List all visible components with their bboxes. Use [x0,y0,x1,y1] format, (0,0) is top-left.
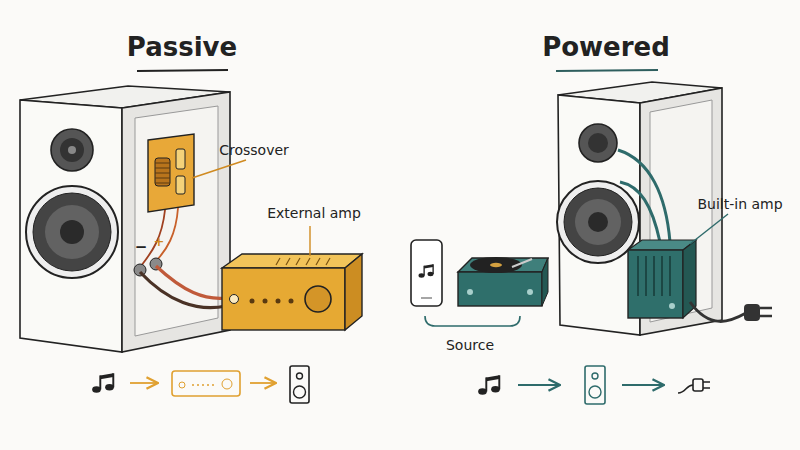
heading-underline [556,70,658,71]
phone-body [411,240,442,306]
part-label: External amp [267,206,361,221]
power-cord [690,302,746,321]
tweeter-dome [60,138,84,162]
flow-arrow [250,382,276,384]
polarity-mark: − [135,239,148,256]
woofer-cone [33,193,111,271]
external-amp [222,254,362,330]
leader-line [309,226,310,256]
music-note-icon [478,375,500,395]
woofer-cap [588,212,608,232]
internal-cable [620,182,660,242]
indicator [250,299,255,304]
heat-sink-fins [638,256,670,296]
music-note-icon [92,373,114,393]
music-note-icon [419,264,434,278]
woofer-inner [575,199,621,245]
plug-icon [703,382,710,388]
phone [411,240,442,306]
indicator [289,299,294,304]
part-label: Built-in amp [697,197,782,212]
amp-icon [172,371,240,396]
capacitor [176,176,185,194]
power-plug [744,304,760,321]
woofer-cone [564,188,632,256]
cabinet-side [122,92,230,352]
passive-speaker [20,86,230,352]
power-button [230,295,239,304]
section-heading: Powered [542,33,670,62]
woofer-surround [557,181,639,263]
flow-arrow [518,384,560,386]
indicator [263,299,268,304]
part-label: Crossover [219,143,289,158]
cabinet-front [20,100,122,352]
woofer-surround [26,186,118,278]
internal-cable [618,150,670,242]
crossover-board [148,134,194,212]
turntable-top [458,258,548,272]
flow-arrow [622,384,664,386]
coil-windings [155,163,170,183]
amp-icon-detail [179,382,185,388]
amp-icon-detail [192,384,216,385]
amp-module [628,250,683,318]
leader-line [690,214,728,244]
speaker-cable [140,272,226,308]
indicator [276,299,281,304]
tweeter [579,124,617,162]
speaker-icon [290,366,309,403]
amp-side [345,254,362,330]
leader-line [192,160,246,178]
turntable-side [542,258,548,306]
turntable [458,257,548,306]
amp-indicator [669,303,675,309]
heading-underline [137,70,228,71]
group-label: Source [446,338,494,353]
section-heading: Passive [127,33,237,62]
amp-front [222,268,345,330]
tweeter-dome [588,133,608,153]
record-label [490,263,502,267]
turntable-base [458,272,542,306]
tweeter-center [68,146,76,154]
speaker-icon-detail [297,373,303,379]
plug-icon [678,385,693,393]
crossover-coil [155,158,170,186]
powered-speaker [557,82,722,335]
capacitor [176,149,185,169]
record [470,257,522,273]
speaker-icon [585,366,605,404]
woofer-inner [45,205,99,259]
tweeter [51,129,93,171]
speaker-icon-detail [589,386,601,398]
flow-arrow [130,382,158,384]
plug-icon [693,379,703,391]
polarity-mark: + [154,235,165,249]
amp-vents [276,258,330,265]
turntable-knob [527,289,533,295]
turntable-knob [467,289,473,295]
plug-prongs [760,308,772,316]
volume-knob [305,286,331,312]
speaker-icon-detail [592,373,598,379]
woofer-cap [60,220,84,244]
source-bracket [425,316,520,326]
phone-bar [421,297,432,299]
speaker-cable [156,266,226,298]
tonearm [512,259,532,267]
amp-icon-detail [222,379,232,389]
amp-top [222,254,362,268]
speaker-icon-detail [294,386,306,398]
